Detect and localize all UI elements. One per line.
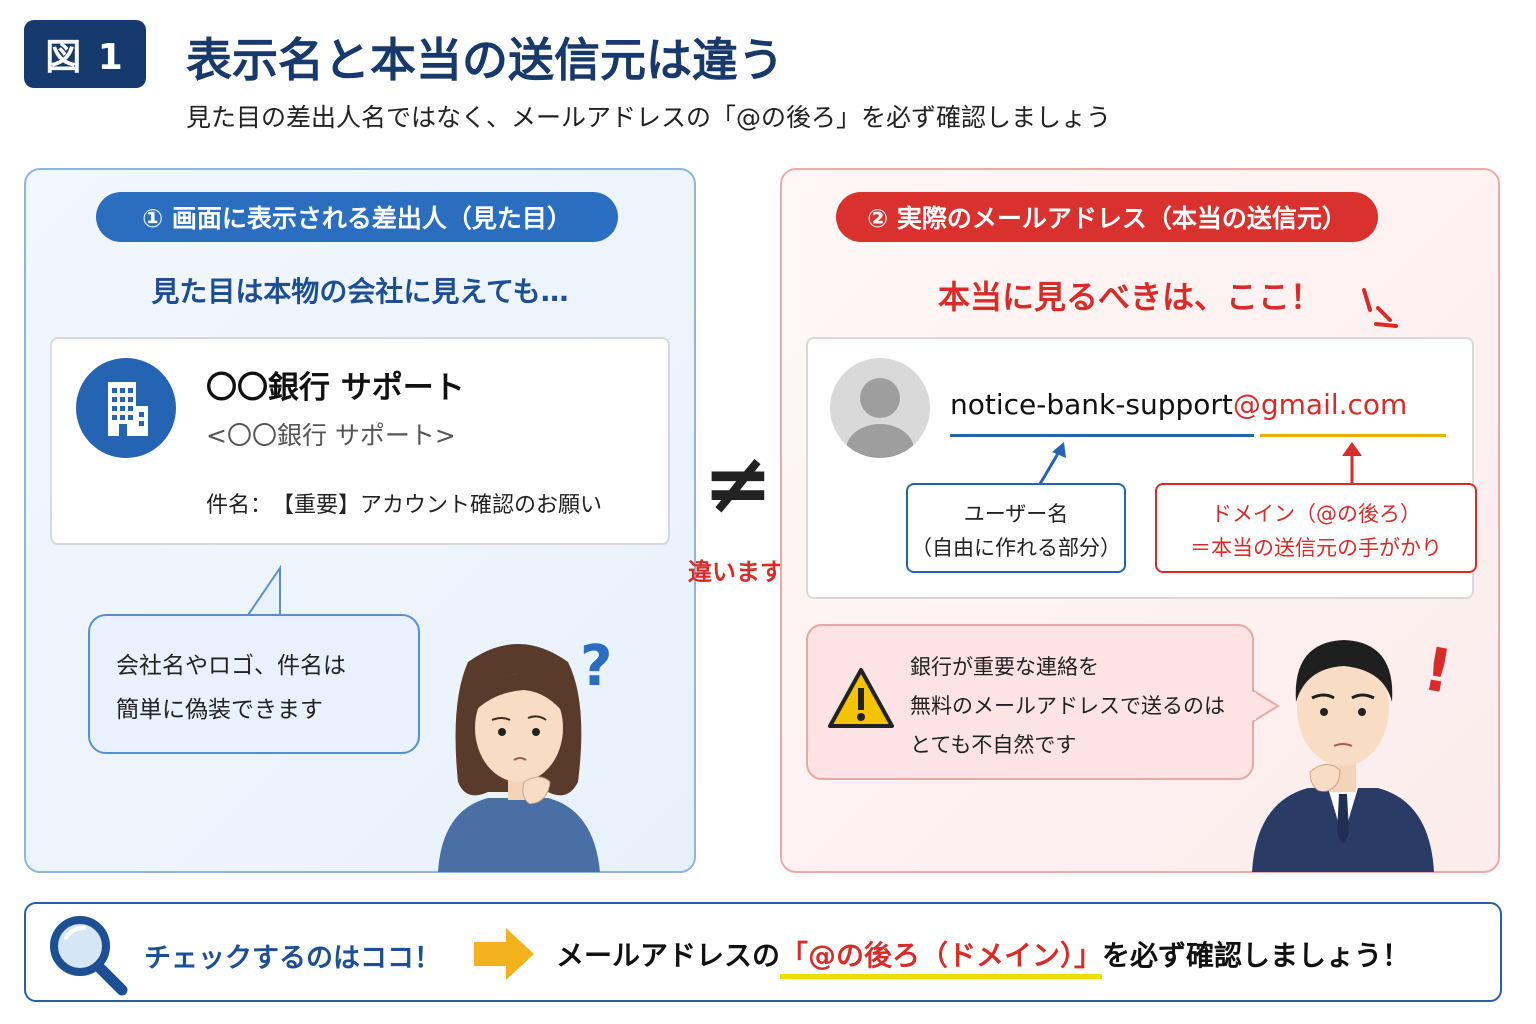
bottom-text-after: を必ず確認しましょう！ [1102,939,1411,972]
bottom-text-before: メールアドレスの [556,939,781,972]
username-label: ユーザー名 [963,502,1069,526]
domain-note: ＝本当の送信元の手がかり [1190,536,1442,560]
real-address-heading: 本当に見るべきは、ここ！ [937,278,1322,316]
page-title: 表示名と本当の送信元は違う [186,33,784,87]
bottom-highlight: 「@の後ろ（ドメイン）」 [780,939,1103,979]
warning-line: とても不自然です [910,733,1077,757]
building-icon [76,358,176,458]
not-equal-symbol: ≠ [702,434,774,532]
bubble-line: 会社名やロゴ、件名は [116,653,346,679]
emphasis-lines-icon [1362,288,1398,328]
bubble-line: 簡単に偽装できます [116,697,323,723]
confused-woman-illustration [438,644,600,872]
domain-arrow-icon [1342,442,1362,484]
bottom-message: メールアドレスの「@の後ろ（ドメイン）」を必ず確認しましょう！ [556,934,1411,979]
checkpoint-bar [24,902,1502,1002]
warning-message: 銀行が重要な連絡を 無料のメールアドレスで送るのは とても不自然です [910,648,1225,765]
warning-speech-bubble [806,624,1254,780]
domain-label: ドメイン（@の後ろ） [1211,502,1421,526]
real-address-pill: ② 実際のメールアドレス（本当の送信元） [836,192,1378,242]
question-mark: ? [580,634,613,699]
email-subject: 件名： 【重要】アカウント確認のお願い [206,493,603,518]
username-underline [950,434,1254,437]
sender-display-name: 〇〇銀行 サポート [206,370,465,406]
check-label: チェックするのはココ！ [144,943,441,974]
domain-underline [1260,434,1446,437]
sender-display-name-sub: <〇〇銀行 サポート> [206,421,456,450]
email-username: notice-bank-support [950,388,1233,421]
avatar-icon [830,358,930,458]
warning-line: 銀行が重要な連絡を [910,655,1099,679]
magnifier-icon [50,916,128,996]
email-address: notice-bank-support@gmail.com [950,388,1407,421]
arrow-right-icon [474,928,534,980]
thinking-man-illustration [1252,640,1434,872]
warning-line: 無料のメールアドレスで送るのは [910,694,1225,718]
username-label-box: ユーザー名 （自由に作れる部分） [906,483,1126,573]
username-arrow-icon [1038,442,1066,485]
warning-bubble-tail [1252,689,1280,723]
spoofing-speech-bubble: 会社名やロゴ、件名は 簡単に偽装できます [88,614,420,754]
page-subtitle: 見た目の差出人名ではなく、メールアドレスの「@の後ろ」を必ず確認しましょう [186,103,1112,132]
username-note: （自由に作れる部分） [911,536,1121,560]
email-domain: @gmail.com [1232,388,1408,421]
display-name-heading: 見た目は本物の会社に見えても… [151,275,569,308]
warning-icon [828,668,894,728]
domain-label-box: ドメイン（@の後ろ） ＝本当の送信元の手がかり [1155,483,1477,573]
display-name-pill: ① 画面に表示される差出人（見た目） [96,192,618,242]
speech-bubble-tail [244,564,284,618]
figure-badge: 図 1 [24,20,146,88]
